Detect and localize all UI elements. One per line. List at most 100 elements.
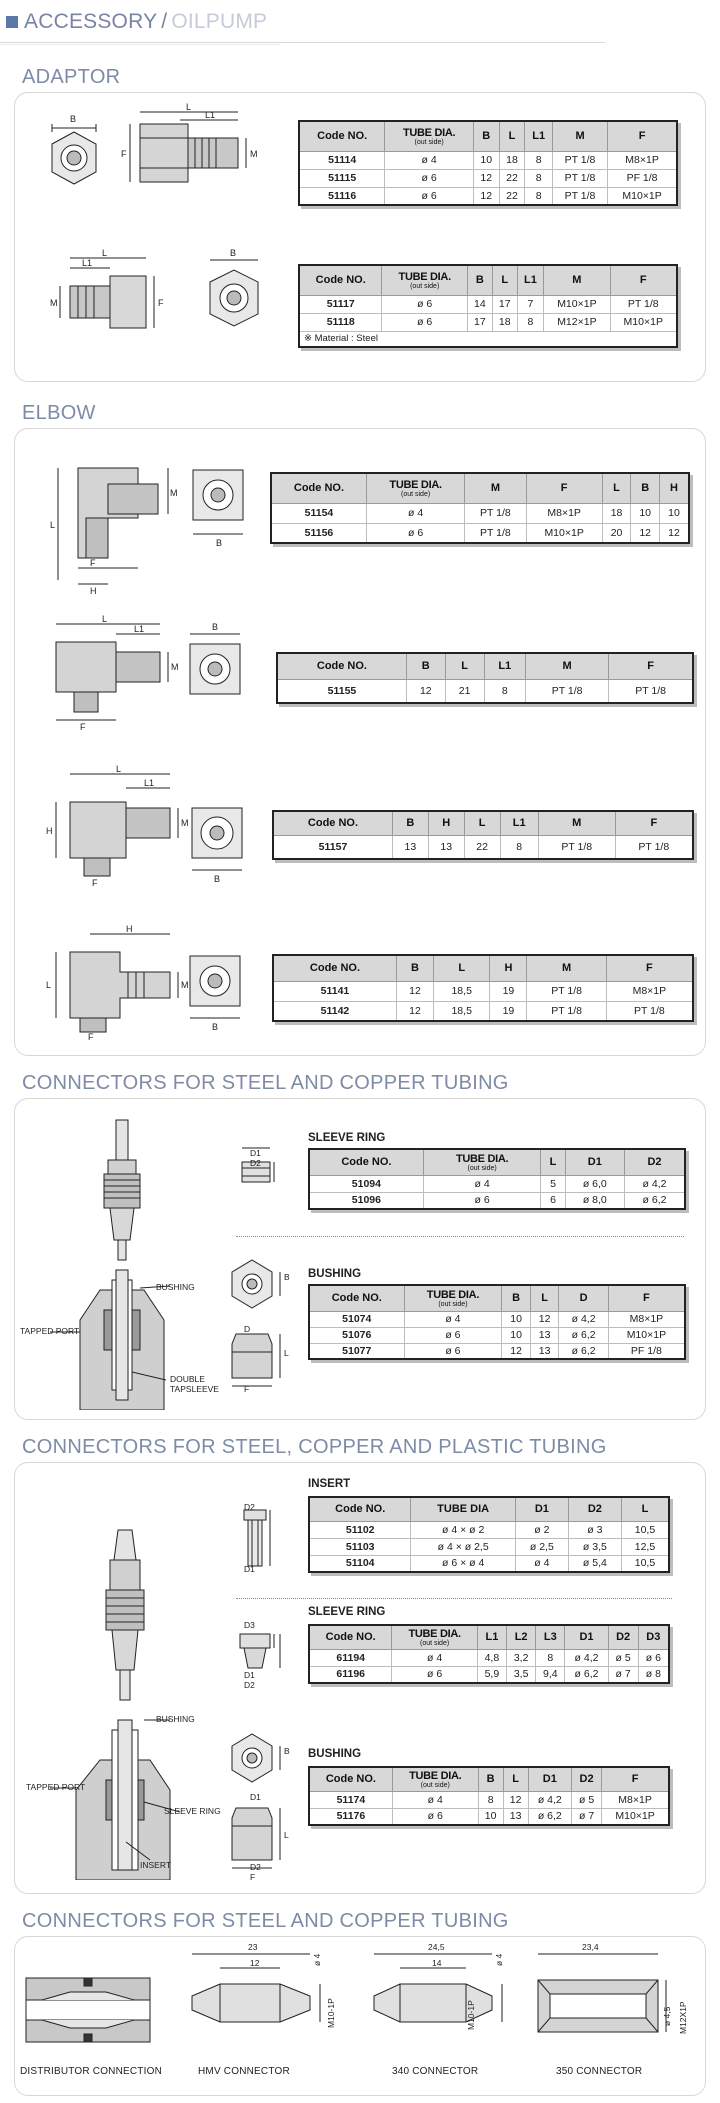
dim-d1: D1 xyxy=(244,1670,255,1680)
dim-hmv-m: M10-1P xyxy=(326,1998,336,2028)
table-cell: 10 xyxy=(501,1310,531,1328)
table-cell: PT 1/8 xyxy=(537,834,616,860)
col-l: L xyxy=(432,954,491,982)
sleeve-ring-2-drawing xyxy=(230,1618,300,1698)
table-cell: 8 xyxy=(516,312,545,332)
col-f: F xyxy=(607,1284,686,1312)
cell-code: 51154 xyxy=(270,502,367,524)
table-cell: 12 xyxy=(472,168,500,188)
table-cell: ø 7 xyxy=(570,1807,603,1826)
svg-text:L: L xyxy=(46,980,51,990)
table-cell: M10×1P xyxy=(609,312,678,332)
col-l: L xyxy=(444,652,485,680)
table-cell: ø 5 xyxy=(570,1790,603,1809)
table-cell: 8 xyxy=(524,186,553,206)
table-cell: 13 xyxy=(502,1807,529,1826)
dim-d1: D1 xyxy=(250,1792,261,1802)
table-cell: 21 xyxy=(444,678,485,704)
subhead-sleeve-ring: SLEEVE RING xyxy=(308,1606,386,1618)
col-code: Code NO. xyxy=(298,264,383,296)
col-b: B xyxy=(395,954,434,982)
table-cell: PT 1/8 xyxy=(609,294,678,314)
table-cell: ø 4,2 xyxy=(527,1790,572,1809)
table-cell: ø 6 xyxy=(637,1648,670,1667)
table-cell: ø 6,2 xyxy=(564,1665,609,1684)
col-d1: D1 xyxy=(527,1766,572,1792)
dim-d2: D2 xyxy=(244,1680,255,1690)
col-tube: TUBE DIA.(out side) xyxy=(403,1284,503,1312)
svg-text:F: F xyxy=(158,298,164,308)
dim-d1: D1 xyxy=(244,1564,255,1574)
col-h: H xyxy=(489,954,528,982)
cell-code: 61196 xyxy=(308,1665,393,1684)
table-cell: 4,8 xyxy=(476,1648,508,1667)
elbow-drawing-4: H L M F B xyxy=(40,922,260,1042)
svg-text:M: M xyxy=(171,662,179,672)
insert-drawing xyxy=(230,1500,290,1580)
bushing-2-drawing xyxy=(222,1726,302,1876)
table-cell: 18 xyxy=(498,150,526,170)
table-cell: PT 1/8 xyxy=(464,522,527,544)
caption-hmv: HMV CONNECTOR xyxy=(198,2066,290,2077)
section-title-adaptor: ADAPTOR xyxy=(22,66,121,88)
table-cell: ø 4 × ø 2,5 xyxy=(410,1537,516,1556)
col-h: H xyxy=(427,810,465,836)
table-cell: ø 6 xyxy=(403,1342,503,1360)
table-cell: 14 xyxy=(466,294,493,314)
table-cell: 13 xyxy=(529,1342,560,1360)
bullet-square-icon xyxy=(6,16,18,28)
col-f: F xyxy=(609,264,678,296)
adaptor-drawing-1: B L L1 F M xyxy=(30,102,290,222)
adaptor-table-2: Code NO. TUBE DIA.(out side) B L L1 M F … xyxy=(298,264,678,348)
callout-tapsleeve: TAPSLEEVE xyxy=(170,1384,219,1394)
col-tube: TUBE DIA xyxy=(410,1496,516,1522)
table-cell: 8 xyxy=(524,168,553,188)
table-cell: 17 xyxy=(466,312,493,332)
table-cell: 8 xyxy=(483,678,526,704)
dim-l: L xyxy=(284,1830,289,1840)
table-cell: ø 4 xyxy=(391,1648,478,1667)
svg-text:L: L xyxy=(50,520,55,530)
table-cell: 12 xyxy=(405,678,446,704)
caption-350: 350 CONNECTOR xyxy=(556,2066,643,2077)
col-l: L xyxy=(502,1766,529,1792)
cell-code: 51115 xyxy=(298,168,386,188)
subhead-bushing: BUSHING xyxy=(308,1748,362,1760)
table-cell: 12 xyxy=(658,522,690,544)
svg-text:L1: L1 xyxy=(205,110,215,120)
table-cell: M8×1P xyxy=(525,502,603,524)
col-code: Code NO. xyxy=(276,652,407,680)
table-cell: 12 xyxy=(630,522,660,544)
dim-f: F xyxy=(250,1872,256,1882)
cell-code: 51096 xyxy=(308,1191,424,1210)
table-cell: ø 8,0 xyxy=(564,1191,626,1210)
table-cell: ø 6,2 xyxy=(624,1191,686,1210)
breadcrumb-separator: / xyxy=(161,10,168,33)
cell-code: 51174 xyxy=(308,1790,393,1809)
svg-text:L1: L1 xyxy=(144,778,154,788)
table-cell: M10×1P xyxy=(607,1326,686,1344)
table-cell: ø 5,4 xyxy=(567,1554,622,1573)
table-cell: M8×1P xyxy=(607,150,678,170)
table-cell: PT 1/8 xyxy=(551,150,609,170)
cell-code: 51103 xyxy=(308,1537,412,1556)
cell-code: 51077 xyxy=(308,1342,405,1360)
svg-text:L: L xyxy=(102,248,107,258)
svg-text:B: B xyxy=(230,248,236,258)
cell-code: 51141 xyxy=(272,980,397,1002)
breadcrumb-main[interactable]: ACCESSORY xyxy=(24,10,158,33)
col-code: Code NO. xyxy=(272,810,393,836)
col-m: M xyxy=(551,120,609,152)
col-m: M xyxy=(543,264,611,296)
table-cell: 12 xyxy=(529,1310,560,1328)
svg-text:L1: L1 xyxy=(134,624,144,634)
